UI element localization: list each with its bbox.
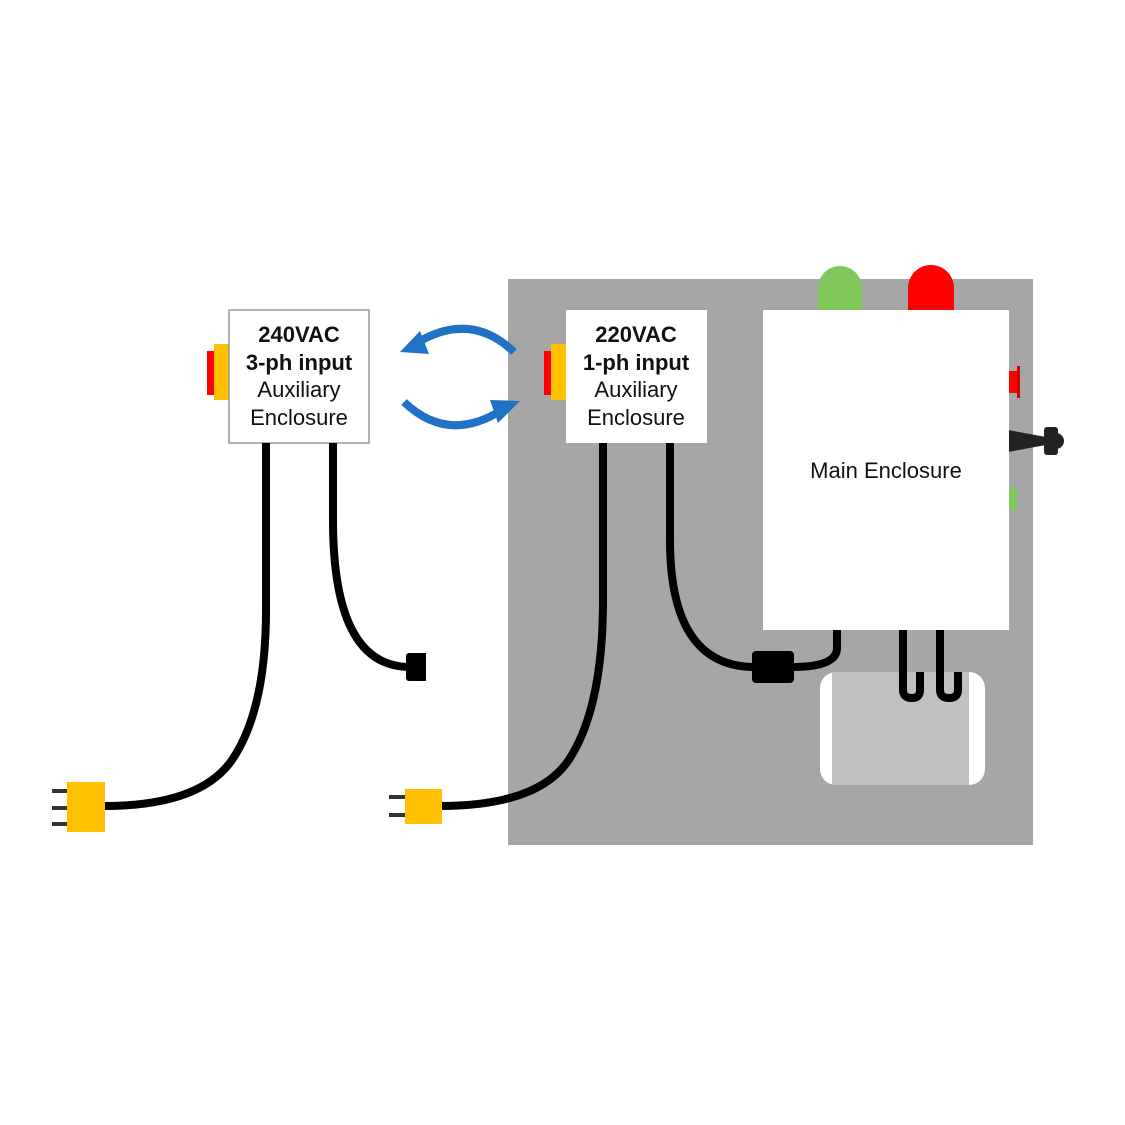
swap-arrows	[400, 324, 520, 430]
aux-3ph-voltage: 240VAC	[258, 322, 340, 347]
inline-cable-connector	[752, 651, 794, 683]
aux-1ph-line2: Enclosure	[587, 405, 685, 430]
aux-1ph-side-button	[544, 344, 566, 400]
swap-arrow-right	[401, 399, 505, 430]
aux-3ph-power-cable	[103, 443, 270, 810]
red-lamp	[908, 265, 954, 312]
main-enclosure	[763, 310, 1009, 630]
swap-arrow-left	[412, 324, 517, 355]
main-enclosure-label: Main Enclosure	[810, 458, 962, 483]
main-side-gland-connector	[1008, 427, 1064, 455]
reservoir-hose-1	[899, 630, 924, 703]
aux-1ph-voltage: 220VAC	[595, 322, 677, 347]
aux-3ph-enclosure	[228, 309, 370, 444]
main-cable	[791, 630, 841, 671]
aux-1ph-phase: 1-ph input	[583, 350, 690, 375]
aux-3ph-line2: Enclosure	[250, 405, 348, 430]
aux-3ph-cable-end-connector	[406, 653, 426, 681]
main-side-red-button	[1008, 366, 1020, 398]
aux-1ph-control-cable	[666, 443, 756, 671]
aux-1ph-line1: Auxiliary	[594, 377, 677, 402]
aux-1ph-plug	[389, 789, 442, 824]
main-side-green-indicator	[1008, 488, 1017, 510]
aux-3ph-plug	[52, 782, 105, 832]
aux-3ph-control-cable	[329, 443, 411, 671]
aux-3ph-line1: Auxiliary	[257, 377, 340, 402]
aux-3ph-side-button	[207, 344, 229, 400]
green-lamp	[818, 266, 862, 312]
aux-3ph-phase: 3-ph input	[246, 350, 353, 375]
aux-1ph-power-cable	[439, 443, 607, 810]
aux-1ph-enclosure	[566, 310, 707, 443]
reservoir-hose-2	[936, 630, 962, 703]
